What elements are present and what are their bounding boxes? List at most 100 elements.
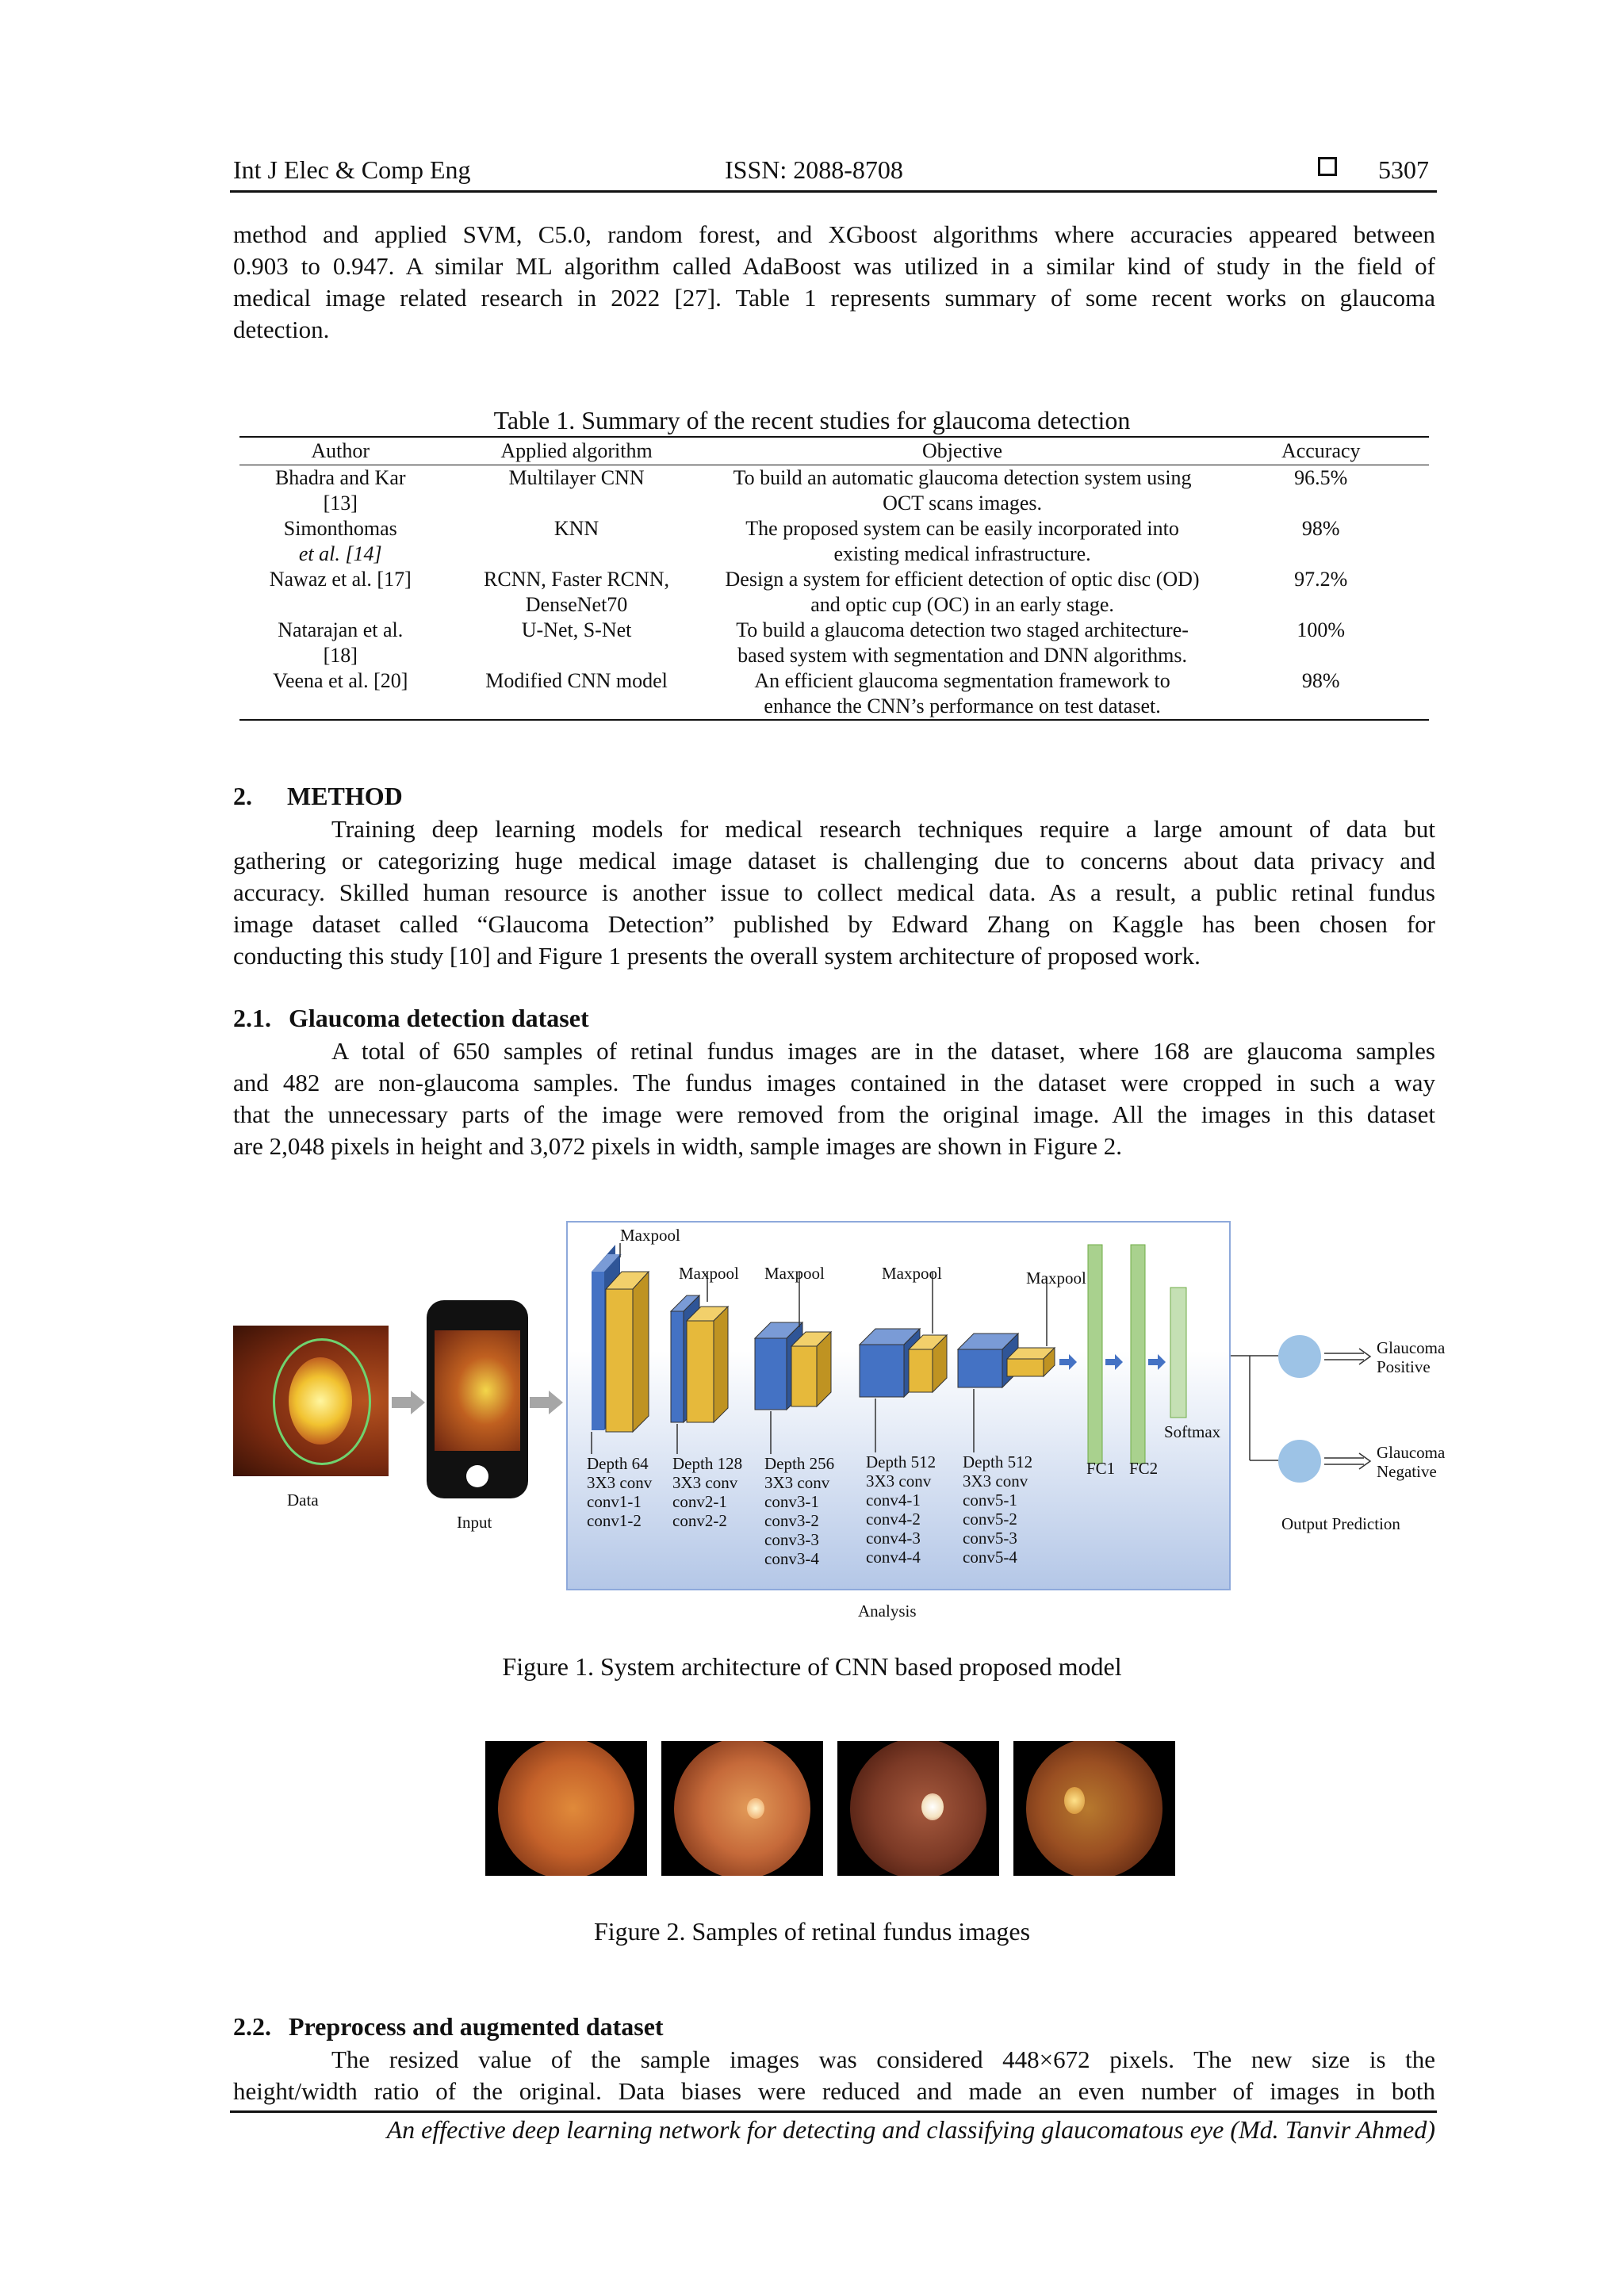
header-rule (230, 190, 1437, 193)
block-line: 3X3 conv (672, 1473, 738, 1492)
arrow-icon (392, 1391, 425, 1414)
table-row: Bhadra and Kar[13] Multilayer CNN To bui… (239, 465, 1429, 517)
block-line: conv3-3 (764, 1530, 819, 1549)
accuracy-cell: 97.2% (1294, 568, 1348, 591)
maxpool-label: Maxpool (882, 1264, 942, 1283)
text-line: are 2,048 pixels in height and 3,072 pix… (233, 1132, 1122, 1160)
cell-line: DenseNet70 (525, 593, 628, 616)
cell-line: Veena et al. [20] (273, 669, 408, 692)
text-line: A total of 650 samples of retinal fundus… (331, 1037, 1435, 1065)
text-line: The resized value of the sample images w… (331, 2045, 1435, 2073)
implies-arrow-icon (1324, 1348, 1372, 1365)
cell-line: Multilayer CNN (508, 466, 645, 489)
block-line: conv5-1 (963, 1490, 1017, 1510)
algorithm-cell: KNN (442, 516, 712, 567)
maxpool-pointers (619, 1243, 1048, 1346)
optic-disc (747, 1798, 764, 1819)
block-line: conv1-2 (587, 1511, 642, 1530)
cell-line: KNN (553, 517, 599, 540)
segmentation-contour (273, 1338, 371, 1465)
data-label: Data (287, 1490, 319, 1510)
algorithm-cell: Modified CNN model (441, 668, 712, 721)
preprocess-paragraph: The resized value of the sample images w… (233, 2044, 1435, 2107)
fc1-layer (1087, 1244, 1103, 1464)
cell-line: based system with segmentation and DNN a… (737, 644, 1187, 667)
cell-line: Nawaz et al. [17] (269, 568, 412, 591)
accuracy-cell: 98% (1212, 668, 1429, 721)
retina (498, 1741, 634, 1876)
block-line: conv4-4 (866, 1548, 921, 1567)
output-node-positive (1278, 1335, 1321, 1378)
output-prediction-label: Output Prediction (1281, 1514, 1400, 1533)
section-number: 2. (233, 782, 252, 810)
section-number: 2.2. (233, 2012, 271, 2041)
footer-rule (230, 2110, 1437, 2113)
analysis-panel: Maxpool Maxpool Maxpool Maxpool Maxpool … (566, 1221, 1231, 1590)
algorithm-cell: U-Net, S-Net (442, 618, 712, 668)
table-row: Nawaz et al. [17] RCNN, Faster RCNN,Dens… (239, 567, 1429, 618)
issn: ISSN: 2088-8708 (725, 155, 903, 184)
optic-disc (1064, 1787, 1085, 1814)
cell-line: Simonthomas (283, 517, 397, 540)
objective-cell: The proposed system can be easily incorp… (712, 516, 1213, 567)
maxpool-label: Maxpool (679, 1264, 739, 1283)
objective-cell: To build an automatic glaucoma detection… (712, 465, 1213, 517)
cell-line: Modified CNN model (485, 669, 668, 692)
fc2-label: FC2 (1129, 1459, 1159, 1478)
conv-block-3 (753, 1321, 833, 1411)
section-heading: 2. METHOD (233, 782, 403, 811)
author-cell: Bhadra and Kar[13] (239, 465, 442, 517)
summary-table: Author Applied algorithm Objective Accur… (239, 436, 1429, 721)
block-line: conv3-2 (764, 1511, 819, 1530)
text-line: image dataset called “Glaucoma Detection… (233, 910, 1435, 938)
cell-line: Bhadra and Kar (274, 466, 406, 489)
retina (1026, 1741, 1162, 1876)
softmax-label: Softmax (1164, 1422, 1221, 1441)
block-line: conv5-4 (963, 1548, 1017, 1567)
table1-caption: Table 1. Summary of the recent studies f… (493, 406, 1131, 434)
figure1-architecture: Data Input (230, 1221, 1445, 1633)
block-line: conv4-1 (866, 1490, 921, 1510)
conv-block-1 (592, 1245, 650, 1433)
text-line: and 482 are non-glaucoma samples. The fu… (233, 1069, 1435, 1096)
journal-name: Int J Elec & Comp Eng (233, 155, 471, 184)
running-title: An effective deep learning network for d… (386, 2115, 1435, 2144)
cell-line: existing medical infrastructure. (833, 542, 1091, 565)
cell-line: U-Net, S-Net (521, 618, 632, 641)
column-header: Author (239, 436, 442, 465)
section-title: Preprocess and augmented dataset (289, 2012, 664, 2041)
cell-line: Design a system for efficient detection … (725, 568, 1200, 591)
block-line: 3X3 conv (764, 1473, 830, 1492)
method-paragraph: Training deep learning models for medica… (233, 813, 1435, 972)
accuracy-cell: 96.5% (1294, 466, 1348, 489)
block-line: conv2-1 (672, 1492, 727, 1511)
objective-cell: Design a system for efficient detection … (712, 567, 1213, 618)
text-line: medical image related research in 2022 [… (233, 284, 1435, 312)
block-line: conv5-3 (963, 1529, 1017, 1548)
algorithm-cell: RCNN, Faster RCNN,DenseNet70 (442, 567, 712, 618)
block-line: conv2-2 (672, 1511, 727, 1530)
text-line: that the unnecessary parts of the image … (233, 1100, 1435, 1128)
arrow-icon (1105, 1354, 1123, 1370)
table-row: Veena et al. [20] Modified CNN model An … (239, 668, 1429, 721)
block-line: conv4-3 (866, 1529, 921, 1548)
text-line: gathering or categorizing huge medical i… (233, 847, 1435, 874)
cell-line: enhance the CNN’s performance on test da… (764, 695, 1161, 718)
block-line: 3X3 conv (963, 1471, 1028, 1490)
section-number: 2.1. (233, 1004, 271, 1032)
analysis-label: Analysis (858, 1601, 917, 1621)
fundus-sample-1 (485, 1741, 647, 1876)
cell-line: An efficient glaucoma segmentation frame… (754, 669, 1170, 692)
cell-line: RCNN, Faster RCNN, (484, 568, 670, 591)
fc1-label: FC1 (1086, 1459, 1116, 1478)
label-line: Glaucoma (1377, 1443, 1446, 1462)
text-line: detection. (233, 316, 330, 343)
phone-home-button (466, 1465, 488, 1487)
label-line: Negative (1377, 1462, 1437, 1481)
softmax-layer (1170, 1287, 1187, 1418)
text-line: height/width ratio of the original. Data… (233, 2077, 1435, 2105)
